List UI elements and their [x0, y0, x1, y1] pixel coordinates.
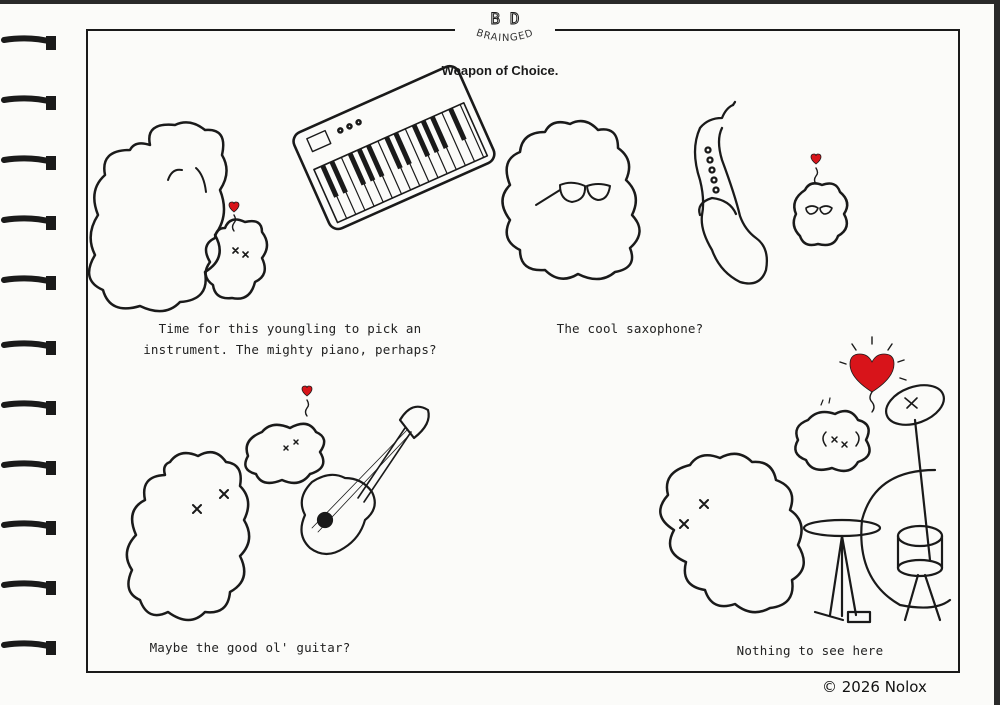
panel-3-caption: Maybe the good ol' guitar? [149, 640, 351, 655]
panel-4-caption: Nothing to see here [736, 643, 884, 658]
drum-kit-illustration [802, 384, 952, 624]
caption-line: Time for this youngling to pick an [158, 321, 422, 336]
logo-background [455, 18, 555, 44]
page-title: Weapon of Choice. [441, 63, 559, 78]
svg-text:BRAINGED: BRAINGED [475, 28, 536, 44]
parent-cloud-1 [87, 121, 228, 313]
heart-icon [228, 201, 240, 213]
keyboard-piano-illustration [292, 64, 496, 231]
panel-1-caption: Time for this youngling to pick an instr… [120, 318, 460, 360]
parent-cloud-4 [659, 452, 805, 614]
kid-cloud-1 [204, 218, 269, 300]
parent-cloud-3 [125, 450, 251, 622]
heart-icon [810, 153, 822, 165]
large-heart-balloon-icon [849, 353, 895, 393]
heart-icon [301, 385, 313, 397]
guitar-illustration [300, 405, 430, 556]
sunglasses-icon [535, 181, 611, 206]
saxophone-illustration [693, 100, 769, 285]
kid-cloud-4 [794, 409, 871, 473]
brainged-logo: B D BRAINGED [475, 9, 536, 45]
copyright-notice: © 2026 Nolox [822, 678, 927, 696]
panel-2-caption: The cool saxophone? [556, 321, 704, 336]
page-right-edge [994, 0, 1000, 705]
page-top-edge [0, 0, 1000, 4]
svg-text:B D: B D [491, 9, 520, 28]
spiral-binding [1, 35, 56, 655]
kid-cloud-2 [792, 182, 849, 247]
kid-cloud-3 [244, 422, 326, 485]
caption-line: instrument. The mighty piano, perhaps? [143, 342, 437, 357]
parent-cloud-2 [501, 119, 641, 281]
